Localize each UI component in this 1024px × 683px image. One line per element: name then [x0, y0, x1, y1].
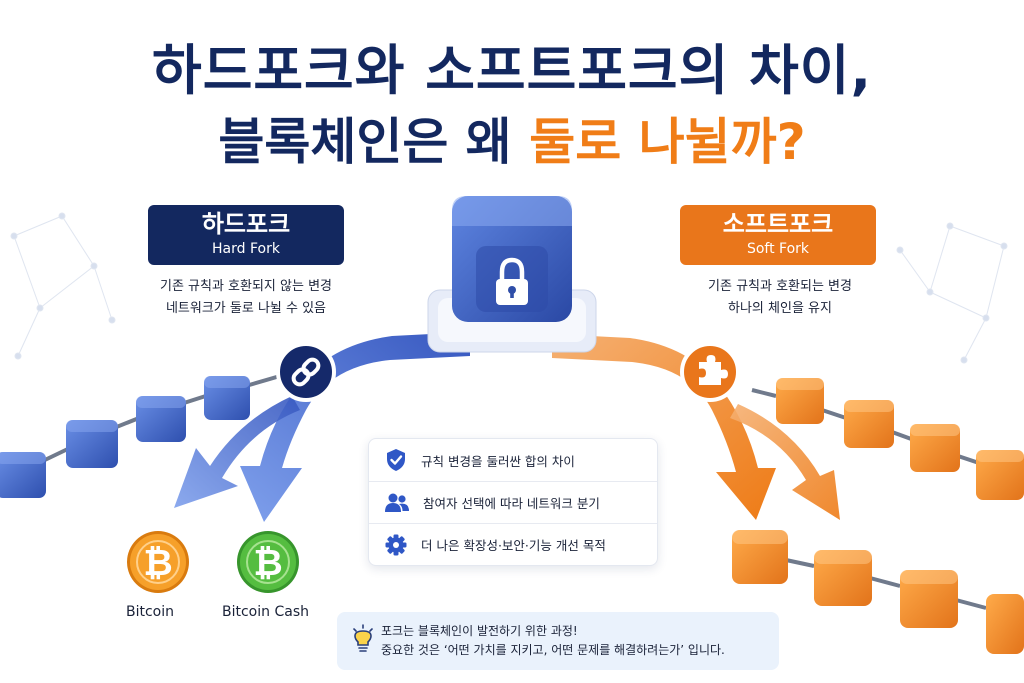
sub-title-prefix: 블록체인은 왜	[218, 113, 530, 171]
chain-link-icon	[276, 342, 336, 402]
soft-fork-arrow	[552, 334, 840, 520]
soft-fork-label-ko: 소프트포크	[722, 210, 834, 238]
gear-icon	[385, 534, 407, 555]
soft-fork-label: 소프트포크 Soft Fork	[680, 205, 876, 265]
summary-note-line1: 포크는 블록체인이 발전하기 위한 과정!	[381, 624, 578, 638]
hard-fork-desc-line1: 기존 규칙과 호환되지 않는 변경	[159, 279, 332, 294]
sub-title-highlight: 둘로 나뉠까?	[529, 113, 806, 171]
info-text-network-split: 참여자 선택에 따라 네트워크 분기	[423, 496, 600, 511]
hard-fork-label-ko: 하드포크	[201, 210, 291, 238]
network-pattern-right	[896, 222, 1008, 364]
info-row-consensus: 규칙 변경을 둘러싼 합의 차이	[369, 439, 657, 481]
hard-fork-label-en: Hard Fork	[212, 241, 280, 257]
hard-fork-chain	[0, 374, 281, 498]
summary-note: 포크는 블록체인이 발전하기 위한 과정! 중요한 것은 ‘어떤 가치를 지키고…	[337, 612, 779, 670]
bitcoin-cash-label: Bitcoin Cash	[222, 604, 309, 620]
info-text-improvement: 더 나은 확장성·보안·기능 개선 목적	[421, 538, 606, 553]
bitcoin-cash-coin-symbol: ₿	[253, 543, 282, 584]
info-row-improvement: 더 나은 확장성·보안·기능 개선 목적	[369, 523, 657, 565]
soft-fork-description: 기존 규칙과 호환되는 변경 하나의 체인을 유지	[650, 276, 910, 320]
lightbulb-icon	[353, 624, 373, 652]
bitcoin-cash-coin	[237, 531, 299, 593]
hard-fork-description: 기존 규칙과 호환되지 않는 변경 네트워크가 둘로 나뉠 수 있음	[116, 276, 376, 320]
puzzle-piece-icon	[680, 342, 740, 402]
soft-fork-desc-line2: 하나의 체인을 유지	[728, 301, 832, 316]
summary-note-text: 포크는 블록체인이 발전하기 위한 과정! 중요한 것은 ‘어떤 가치를 지키고…	[381, 622, 725, 660]
soft-fork-chain-upper	[751, 378, 1024, 500]
info-row-network-split: 참여자 선택에 따라 네트워크 분기	[369, 481, 657, 523]
sub-title: 블록체인은 왜 둘로 나뉠까?	[0, 102, 1024, 174]
bitcoin-coin-symbol: ₿	[143, 543, 172, 584]
soft-fork-chain-lower	[732, 530, 1024, 654]
network-pattern-left	[10, 212, 116, 360]
summary-note-line2: 중요한 것은 ‘어떤 가치를 지키고, 어떤 문제를 해결하려는가’ 입니다.	[381, 643, 725, 657]
center-lock-block	[427, 196, 597, 353]
bitcoin-coin	[127, 531, 189, 593]
bitcoin-label: Bitcoin	[126, 604, 175, 620]
info-text-consensus: 규칙 변경을 둘러싼 합의 차이	[421, 453, 575, 469]
main-title: 하드포크와 소프트포크의 차이,	[152, 39, 872, 102]
hard-fork-label: 하드포크 Hard Fork	[148, 205, 344, 265]
hard-fork-desc-line2: 네트워크가 둘로 나뉠 수 있음	[165, 301, 327, 316]
soft-fork-label-en: Soft Fork	[746, 241, 810, 257]
shield-check-icon	[387, 449, 405, 471]
soft-fork-desc-line1: 기존 규칙과 호환되는 변경	[708, 279, 852, 294]
lock-icon	[496, 257, 528, 305]
users-icon	[385, 493, 409, 512]
fork-reasons-box: 규칙 변경을 둘러싼 합의 차이 참여자 선택에 따라 네트워크 분기 더 나은…	[368, 438, 658, 566]
